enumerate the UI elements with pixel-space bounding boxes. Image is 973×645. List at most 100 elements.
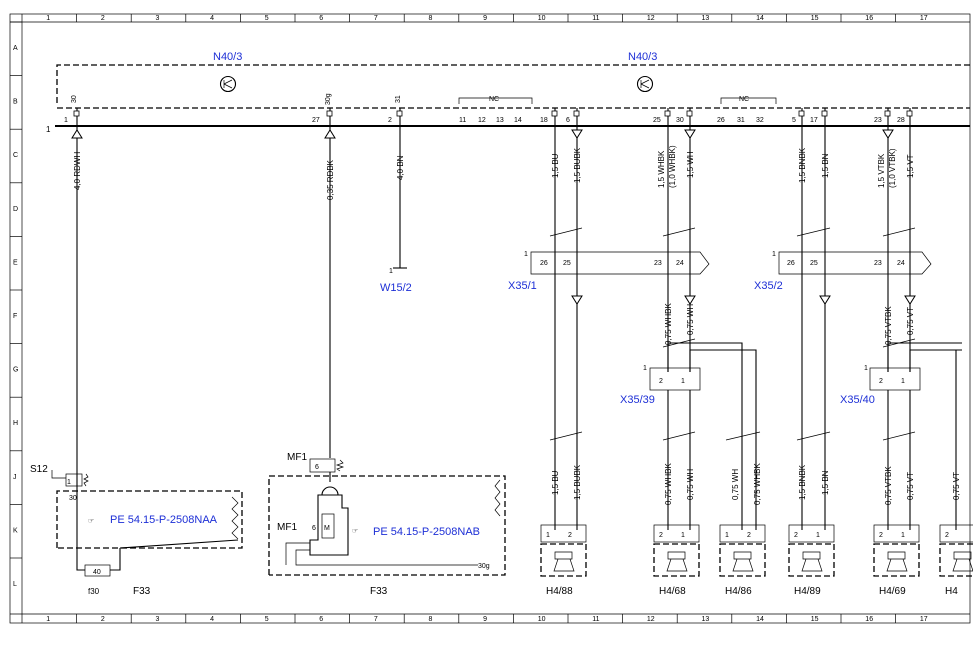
pin-label: 30 — [69, 495, 77, 502]
wire-label: 0,35 RDBK — [326, 159, 335, 200]
grid-column-label: 13 — [702, 616, 710, 623]
wire-label: 1,5 VTBK — [877, 153, 886, 188]
pin-label: 30g — [478, 563, 490, 570]
wire-label: 1,5 BUBK — [573, 147, 582, 183]
grid-column-label: 14 — [756, 15, 764, 22]
speaker-label: H4/86 — [725, 586, 752, 597]
ground-label-w15-2: W15/2 — [380, 282, 412, 294]
wire-label: (1,0 VTBK) — [888, 148, 897, 188]
pin-label: 31 — [395, 95, 402, 103]
pin-number: 2 — [879, 378, 883, 385]
wire-label: 1,5 BNBK — [798, 464, 807, 500]
wire-label: 1,5 BN — [821, 470, 830, 495]
transistor-icon — [636, 75, 654, 93]
grid-column-label: 6 — [319, 15, 323, 22]
pin-number: 26 — [540, 260, 548, 267]
pin-markers — [73, 110, 913, 117]
grid-column-label: 1 — [46, 616, 50, 623]
grid-column-label: 2 — [101, 616, 105, 623]
grid-column-label: 11 — [592, 15, 599, 22]
pin-number: 2 — [945, 532, 949, 539]
wire-label: 0,75 VT — [906, 472, 915, 500]
wire-label: 0,75 VT — [906, 307, 915, 335]
grid-column-label: 7 — [374, 616, 378, 623]
reference-icon: ☞ — [352, 528, 358, 535]
grid-row-label: A — [13, 45, 18, 52]
pin-number: 13 — [496, 117, 504, 124]
crossover-wires — [887, 342, 962, 530]
nc-bracket-right: NC 26 31 32 — [717, 96, 777, 124]
wire-label: 4,0 BN — [396, 155, 405, 180]
relay-label: M — [324, 525, 330, 532]
connector-label: X35/1 — [508, 280, 537, 292]
pin-number: 32 — [756, 117, 764, 124]
component-label-f33: F33 — [370, 586, 388, 597]
frame-border — [9, 13, 971, 624]
grid-column-label: 16 — [865, 616, 873, 623]
pin-number: 2 — [747, 532, 751, 539]
grid-column-label: 17 — [920, 15, 928, 22]
pin-number: 1 — [546, 532, 550, 539]
pin-number: 1 — [67, 479, 71, 486]
reference-icon: ☞ — [88, 518, 94, 525]
grid-column-label: 6 — [319, 616, 323, 623]
connector-x35-1: 1 26 25 23 24 X35/1 — [508, 251, 710, 292]
bus-number: 1 — [46, 125, 51, 134]
grid-column-label: 16 — [865, 15, 873, 22]
grid-row-label: K — [13, 527, 18, 534]
wire-label: 1,5 BN — [821, 153, 830, 178]
connector-number: 1 — [772, 251, 776, 258]
grid-row-label: H — [13, 420, 18, 427]
speaker-label: H4/68 — [659, 586, 686, 597]
connector-label: X35/39 — [620, 394, 655, 406]
fuse-value: 40 — [93, 569, 101, 576]
fuse-block-f33-left: S12 1 30 40 f30 F33 ☞ PE 54.15-P-2508NAA — [30, 464, 243, 597]
grid-column-label: 17 — [920, 616, 928, 623]
pin-number: 1 — [681, 378, 685, 385]
wire-lines-upper — [76, 108, 911, 530]
grid-column-label: 12 — [647, 15, 655, 22]
grid-column-label: 13 — [702, 15, 710, 22]
pin-number: 18 — [540, 117, 548, 124]
pin-number: 17 — [810, 117, 818, 124]
pin-label: 30g — [325, 93, 332, 105]
pin-number: 31 — [737, 117, 745, 124]
pin-number: 1 — [725, 532, 729, 539]
nc-bracket-left: NC 11 12 13 14 — [458, 96, 533, 124]
pin-number: 24 — [897, 260, 905, 267]
grid-column-label: 4 — [210, 15, 214, 22]
speaker-icon — [553, 551, 575, 572]
pin-number: 24 — [676, 260, 684, 267]
reference-link[interactable]: PE 54.15-P-2508NAB — [373, 526, 480, 538]
shield-triangle-icons — [71, 129, 916, 305]
speaker-icon — [886, 551, 908, 572]
wire-label: 0,75 WH — [731, 469, 740, 500]
grid-row-label: B — [13, 99, 18, 106]
connector-x35-39: 1 2 1 X35/39 — [620, 365, 701, 406]
wire-label: 0,75 VT — [952, 472, 961, 500]
wire-label: 0,75 WH — [686, 469, 695, 500]
wire-label: 0,75 WHBK — [664, 303, 673, 345]
connector-x35-40: 1 2 1 X35/40 — [840, 365, 921, 406]
speaker-label: H4/88 — [546, 586, 573, 597]
switch-label-s12: S12 — [30, 464, 48, 475]
grid-column-label: 11 — [592, 616, 599, 623]
wire-label: (1,0 WHBK) — [668, 145, 677, 188]
wire-label: 1,5 VT — [906, 154, 915, 178]
reference-link[interactable]: PE 54.15-P-2508NAA — [110, 514, 218, 526]
wire-label: 0,75 WH — [686, 304, 695, 335]
pin-number: 1 — [816, 532, 820, 539]
speaker-icon — [952, 551, 973, 572]
pin-number: 6 — [315, 464, 319, 471]
pin-number: 2 — [794, 532, 798, 539]
grid-row-label: J — [13, 474, 17, 481]
grid-column-label: 14 — [756, 616, 764, 623]
crossover-wires — [667, 342, 757, 530]
